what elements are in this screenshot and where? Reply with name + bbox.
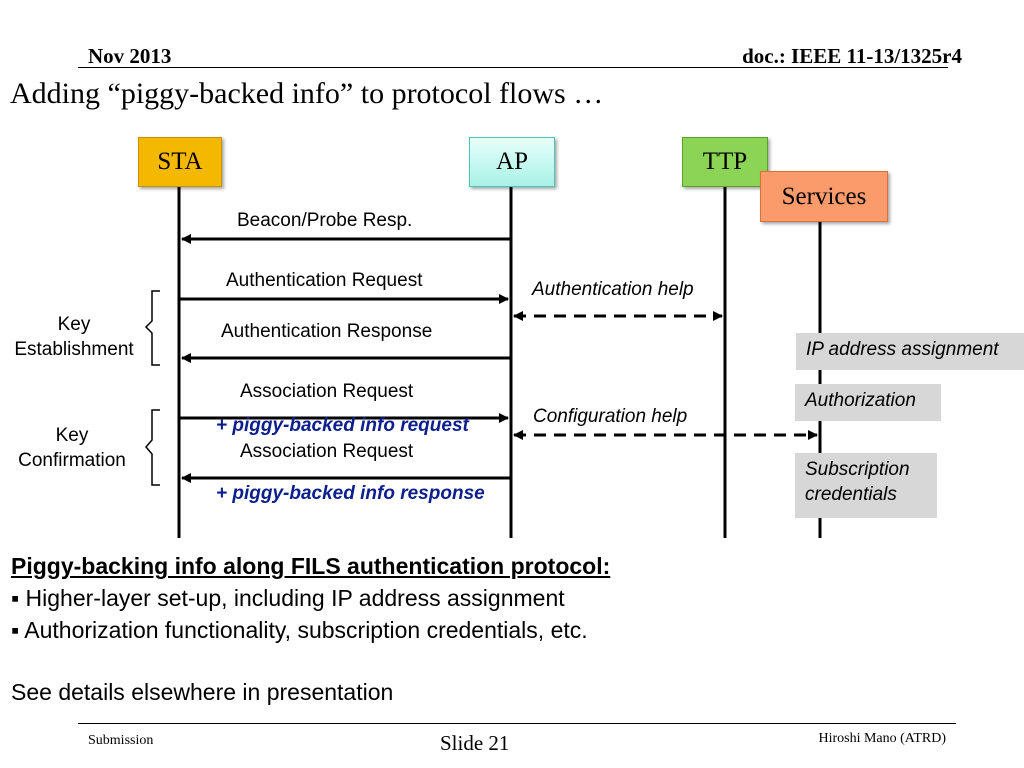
key-establishment-brace	[144, 290, 160, 366]
bullet-item: ▪ Authorization functionality, subscript…	[11, 617, 588, 644]
key-confirmation-label: Key Confirmation	[2, 423, 142, 473]
section-heading: Piggy-backing info along FILS authentica…	[11, 553, 611, 579]
piggy-request-label: + piggy-backed info request	[216, 415, 469, 436]
auth-help-label: Authentication help	[532, 279, 694, 300]
key-confirmation-line1: Key	[55, 425, 89, 446]
ap-label: AP	[496, 148, 528, 175]
authorization-item: Authorization	[795, 384, 941, 421]
bullet-item: ▪ Higher-layer set-up, including IP addr…	[11, 585, 565, 612]
auth-response-label: Authentication Response	[221, 321, 433, 342]
ip-assignment-item: IP address assignment	[796, 333, 1024, 370]
services-box: Services	[760, 171, 888, 222]
subscription-line2: credentials	[805, 484, 897, 505]
key-establishment-line1: Key	[57, 314, 91, 335]
footer-submission: Submission	[88, 733, 154, 748]
ttp-box: TTP	[682, 137, 768, 187]
authorization-text: Authorization	[805, 390, 916, 411]
details-note: See details elsewhere in presentation	[11, 679, 394, 705]
ttp-label: TTP	[702, 148, 748, 175]
assoc-request-label: Association Request	[240, 381, 414, 402]
key-confirmation-line2: Confirmation	[18, 450, 126, 471]
config-help-label: Configuration help	[533, 406, 688, 427]
header-divider	[78, 67, 948, 68]
ip-assignment-text: IP address assignment	[806, 339, 999, 360]
bullet-text: Higher-layer set-up, including IP addres…	[25, 585, 565, 611]
key-establishment-label: Key Establishment	[4, 312, 144, 362]
subscription-item: Subscription credentials	[795, 453, 937, 518]
footer-author: Hiroshi Mano (ATRD)	[818, 731, 946, 746]
services-label: Services	[781, 182, 867, 210]
header-doc-id: doc.: IEEE 11-13/1325r4	[742, 44, 962, 68]
auth-request-label: Authentication Request	[226, 270, 423, 291]
assoc-response-label: Association Request	[240, 441, 414, 462]
sta-box: STA	[138, 137, 222, 187]
sta-label: STA	[157, 148, 203, 175]
slide-title: Adding “piggy-backed info” to protocol f…	[10, 77, 604, 110]
footer-slide-number: Slide 21	[440, 731, 510, 755]
square-bullet-icon: ▪	[11, 617, 25, 643]
header-date: Nov 2013	[88, 44, 172, 68]
key-establishment-line2: Establishment	[14, 339, 134, 360]
beacon-label: Beacon/Probe Resp.	[237, 210, 413, 231]
footer-divider	[78, 723, 956, 724]
key-confirmation-brace	[145, 409, 160, 486]
bullet-text: Authorization functionality, subscriptio…	[24, 617, 588, 643]
square-bullet-icon: ▪	[11, 585, 26, 611]
ap-box: AP	[469, 137, 555, 187]
piggy-response-label: + piggy-backed info response	[216, 483, 485, 504]
subscription-line1: Subscription	[805, 459, 910, 480]
